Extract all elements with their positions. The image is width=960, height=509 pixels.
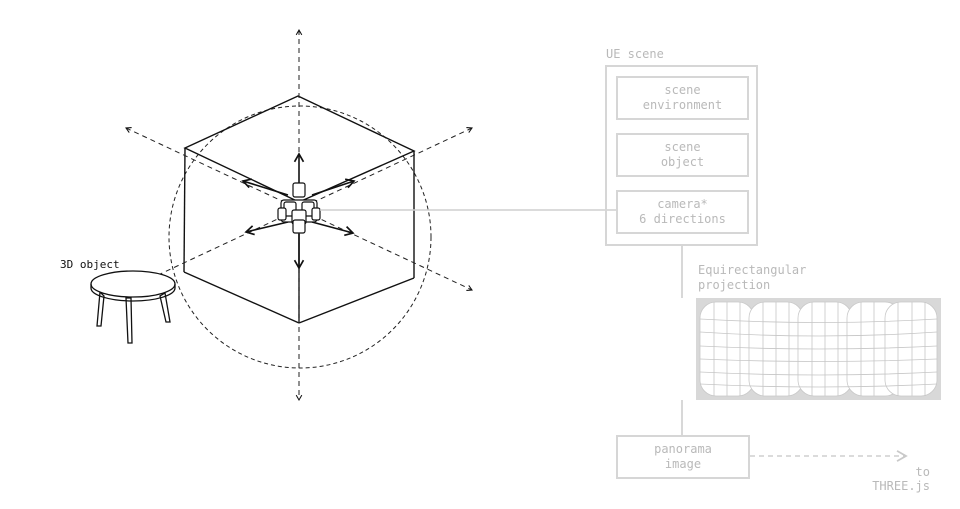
box-scene-object-line2: object: [660, 155, 705, 169]
ue-scene-frame: [605, 65, 758, 246]
box-panorama-line1: panorama: [654, 442, 712, 456]
camera-direction-arrows: [241, 152, 356, 270]
bounding-sphere: [168, 105, 432, 369]
projection-panel: [696, 298, 941, 400]
label-ue-scene: UE scene: [606, 47, 664, 61]
label-to-threejs: to THREE.js: [860, 465, 930, 493]
pipeline-connectors: [320, 209, 908, 462]
box-scene-object-line1: scene: [664, 140, 701, 154]
label-projection-line2: projection: [698, 278, 771, 292]
camera-rig: [277, 182, 321, 234]
label-threejs: THREE.js: [872, 479, 930, 493]
box-scene-environment-line2: environment: [642, 98, 723, 112]
label-3d-object: 3D object: [60, 258, 120, 271]
box-scene-environment-line1: scene: [664, 83, 701, 97]
box-camera-line2: 6 directions: [639, 212, 726, 226]
label-to: to: [915, 465, 930, 479]
box-panorama-line2: image: [664, 457, 702, 471]
table-object: [90, 270, 176, 344]
box-camera: camera*6 directions: [616, 190, 749, 234]
label-projection-line1: Equirectangular: [698, 263, 807, 277]
box-camera-line1: camera*: [657, 197, 708, 211]
